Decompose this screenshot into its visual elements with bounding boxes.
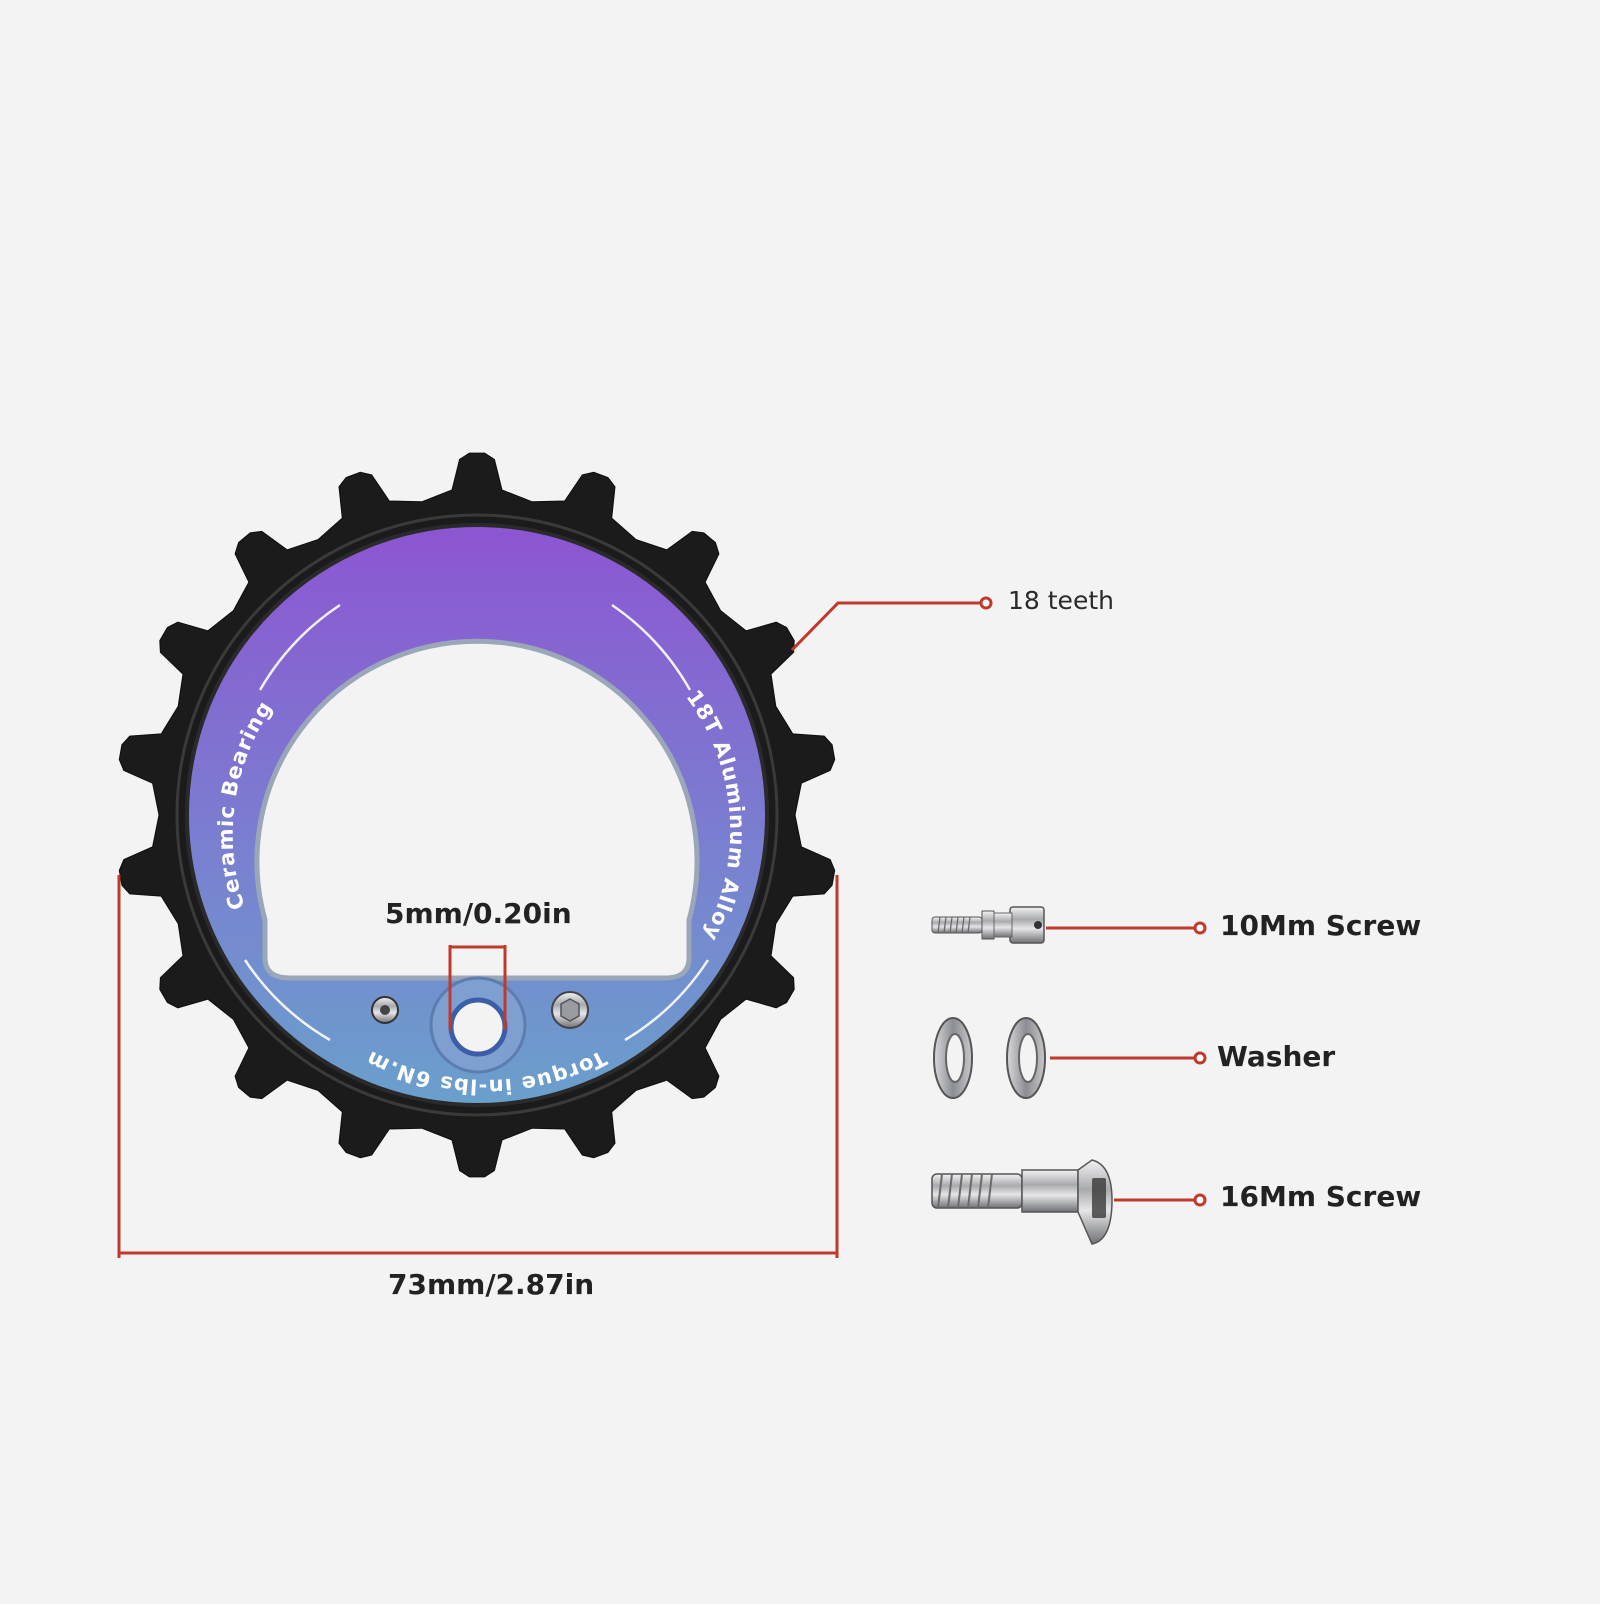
washer-icon — [933, 1017, 1046, 1099]
gear-center-cutout — [254, 638, 700, 981]
screw-10mm-leader — [1046, 921, 1207, 935]
bore-dimension-label: 5mm/0.20in — [385, 897, 572, 930]
callout-washer: Washer — [1217, 1040, 1336, 1073]
bore-dimension-bracket — [448, 945, 507, 1030]
gear-rim-highlight — [175, 513, 779, 1117]
teeth-callout-leader — [790, 596, 993, 652]
screw-10mm-icon — [931, 906, 1045, 944]
screw-16mm-icon — [931, 1159, 1113, 1245]
washer-leader — [1050, 1051, 1207, 1065]
ring-pin-icon — [371, 996, 399, 1024]
outer-diameter-label: 73mm/2.87in — [388, 1268, 595, 1301]
ring-hex-bolt-icon — [551, 991, 589, 1029]
screw-16mm-leader — [1114, 1193, 1207, 1207]
callout-18-teeth: 18 teeth — [1008, 586, 1114, 615]
outer-diameter-dimension — [117, 875, 839, 1258]
callout-16mm-screw: 16Mm Screw — [1220, 1180, 1422, 1213]
ring-arc-markings — [243, 603, 710, 1042]
gear-bore-hole — [448, 997, 508, 1057]
callout-10mm-screw: 10Mm Screw — [1220, 909, 1422, 942]
